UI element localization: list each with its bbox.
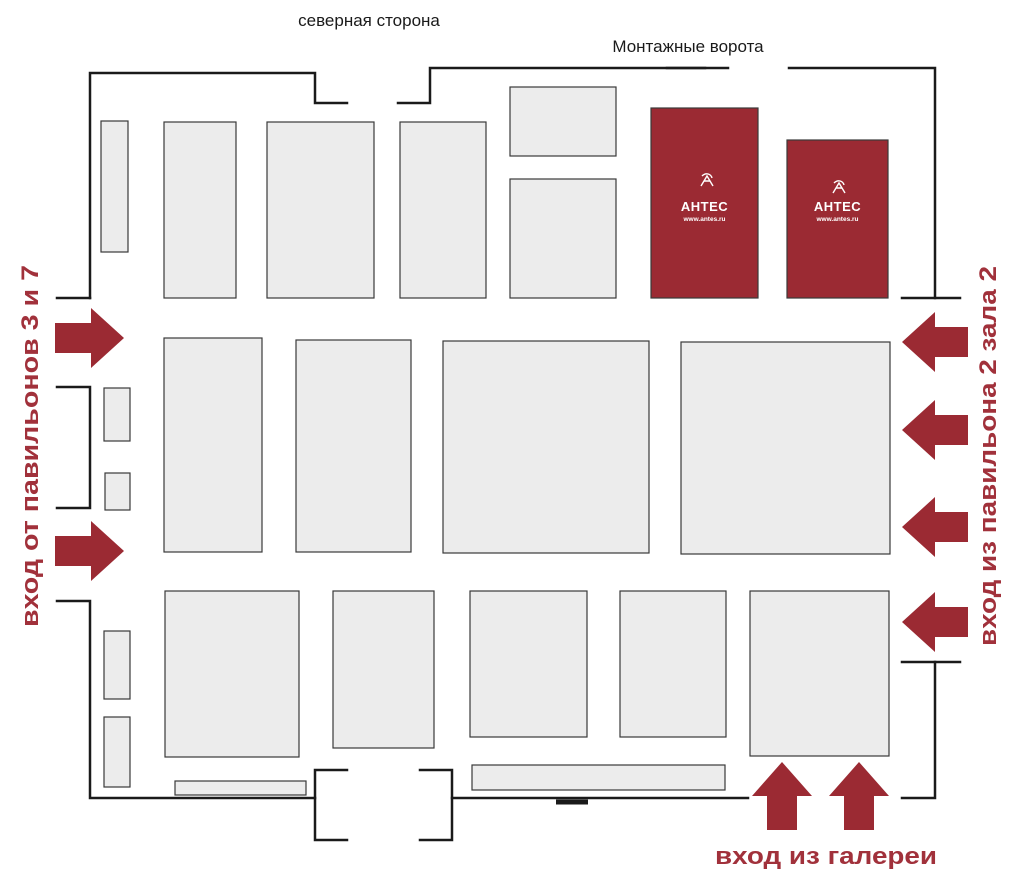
booth[interactable] bbox=[266, 121, 375, 299]
booth[interactable] bbox=[749, 590, 890, 757]
exhibitor-booth-1[interactable]: АНТЕС www.antes.ru bbox=[650, 107, 759, 299]
booth[interactable] bbox=[103, 387, 131, 442]
north-side-label: северная сторона bbox=[298, 11, 440, 30]
arrow-left-icon bbox=[902, 312, 968, 372]
booths-south bbox=[103, 590, 890, 796]
booths-middle bbox=[103, 337, 891, 555]
booth[interactable] bbox=[332, 590, 435, 749]
arrow-up-icon bbox=[829, 762, 889, 830]
booth[interactable] bbox=[100, 120, 129, 253]
hall-walls bbox=[55, 66, 962, 842]
exhibitor-url: www.antes.ru bbox=[815, 216, 858, 223]
booth[interactable] bbox=[103, 630, 131, 700]
booth[interactable] bbox=[471, 764, 726, 791]
arrow-left-icon bbox=[902, 497, 968, 557]
booth[interactable] bbox=[680, 341, 891, 555]
entry-arrows-bottom bbox=[752, 762, 889, 830]
booth[interactable] bbox=[103, 716, 131, 788]
assembly-gate-label: Монтажные ворота bbox=[612, 37, 764, 56]
booth[interactable] bbox=[469, 590, 588, 738]
booth[interactable] bbox=[163, 337, 263, 553]
arrow-left-icon bbox=[902, 592, 968, 652]
entry-arrows-right bbox=[902, 312, 968, 652]
arrow-left-icon bbox=[902, 400, 968, 460]
booth[interactable] bbox=[619, 590, 727, 738]
booth[interactable] bbox=[509, 178, 617, 299]
exhibitor-booth-2[interactable]: АНТЕС www.antes.ru bbox=[786, 139, 889, 299]
booth[interactable] bbox=[295, 339, 412, 553]
booth[interactable] bbox=[104, 472, 131, 511]
exhibitor-url: www.antes.ru bbox=[682, 216, 725, 223]
entry-arrows-left bbox=[55, 308, 124, 581]
exhibitor-logo-icon bbox=[832, 180, 846, 194]
booth[interactable] bbox=[442, 340, 650, 554]
exhibitor-name: АНТЕС bbox=[814, 199, 861, 214]
booth[interactable] bbox=[164, 590, 300, 758]
booth[interactable] bbox=[174, 780, 307, 796]
booth[interactable] bbox=[399, 121, 487, 299]
entry-right-label: вход из павильона 2 зала 2 bbox=[975, 266, 1002, 646]
arrow-right-icon bbox=[55, 308, 124, 368]
arrow-right-icon bbox=[55, 521, 124, 581]
booth[interactable] bbox=[163, 121, 237, 299]
arrow-up-icon bbox=[752, 762, 812, 830]
exhibitor-logo-icon bbox=[700, 173, 714, 187]
entry-bottom-label: вход из галереи bbox=[715, 843, 937, 869]
exhibitor-name: АНТЕС bbox=[681, 199, 728, 214]
booth[interactable] bbox=[509, 86, 617, 157]
booths-north: АНТЕС www.antes.ru АНТЕС www.antes.ru bbox=[100, 86, 889, 299]
entry-left-label: вход от павильонов 3 и 7 bbox=[17, 265, 44, 627]
